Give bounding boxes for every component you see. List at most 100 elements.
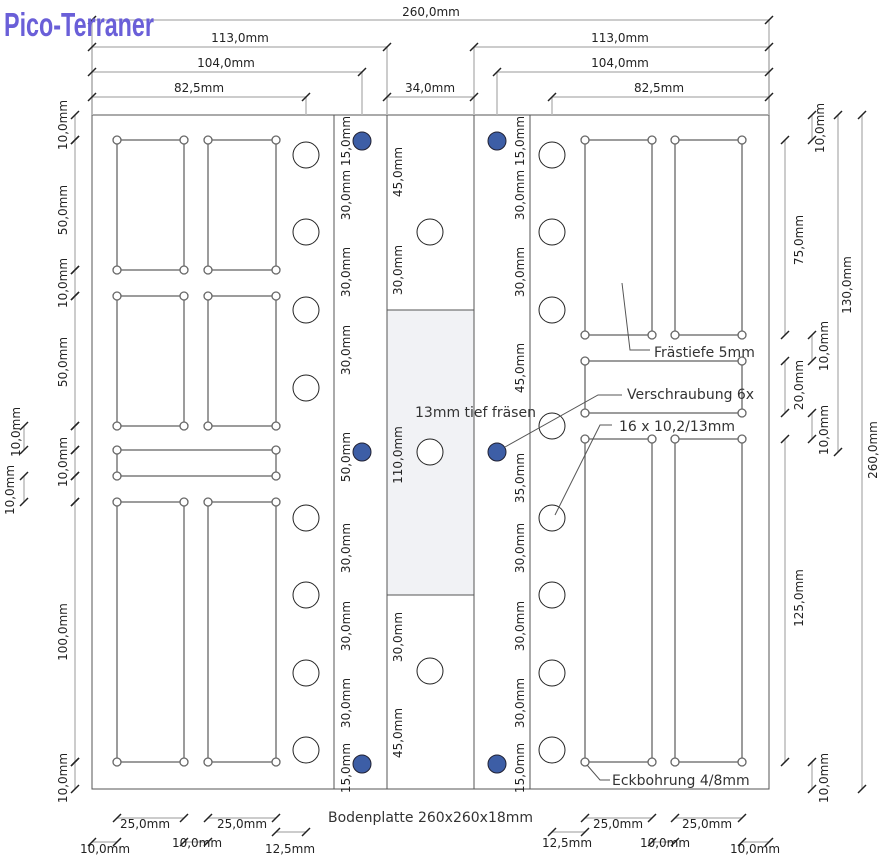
corner-drill-hole bbox=[580, 330, 590, 340]
milled-slot bbox=[207, 295, 277, 427]
corner-drill-hole bbox=[179, 497, 189, 507]
corner-drill-hole bbox=[580, 356, 590, 366]
dim-label: 30,0mm bbox=[339, 678, 353, 728]
dim-label: 100,0mm bbox=[56, 603, 70, 661]
leader-holes bbox=[554, 424, 612, 516]
dimension-tick bbox=[179, 837, 189, 847]
plate-outline bbox=[91, 114, 770, 790]
dimension-tick bbox=[70, 291, 80, 301]
dim-label: 10,0mm bbox=[56, 258, 70, 308]
hole bbox=[538, 581, 566, 609]
dimension-tick bbox=[670, 813, 680, 823]
corner-drill-hole bbox=[112, 757, 122, 767]
corner-drill-hole bbox=[203, 421, 213, 431]
dimension-tick bbox=[780, 408, 790, 418]
hole bbox=[292, 659, 320, 687]
plate-geometry bbox=[91, 114, 770, 790]
dim-label: 30,0mm bbox=[339, 170, 353, 220]
dimension-tick bbox=[19, 445, 29, 455]
milled-slot bbox=[674, 438, 743, 763]
dimension-tick bbox=[87, 67, 97, 77]
column-dims-left: 15,0mm30,0mm30,0mm30,0mm50,0mm30,0mm30,0… bbox=[339, 116, 353, 793]
dimension-tick bbox=[807, 784, 817, 794]
dimension-tick bbox=[764, 837, 774, 847]
column-dims-right: 15,0mm30,0mm30,0mm45,0mm35,0mm30,0mm30,0… bbox=[513, 116, 527, 793]
logo: Pico-Terraner bbox=[4, 6, 154, 43]
dimension-tick bbox=[492, 67, 502, 77]
dim-label: 10,0mm bbox=[172, 836, 222, 850]
dimension-tick bbox=[382, 42, 392, 52]
corner-drill-hole bbox=[670, 757, 680, 767]
dim-label: 45,0mm bbox=[513, 343, 527, 393]
dim-label: 260,0mm bbox=[866, 421, 880, 479]
milled-slot bbox=[116, 449, 277, 477]
hole bbox=[538, 659, 566, 687]
corner-drill-hole bbox=[271, 445, 281, 455]
corner-drill-hole bbox=[112, 471, 122, 481]
dimension-tick bbox=[271, 813, 281, 823]
dimension-tick bbox=[179, 813, 189, 823]
screw-hole bbox=[487, 442, 507, 462]
dimension-tick bbox=[807, 757, 817, 767]
dim-label: 10,0mm bbox=[9, 407, 23, 457]
corner-drill-hole bbox=[271, 497, 281, 507]
dimension-tick bbox=[780, 757, 790, 767]
dimension-tick bbox=[469, 42, 479, 52]
dim-label: 30,0mm bbox=[391, 245, 405, 295]
hole bbox=[538, 736, 566, 764]
corner-drill-hole bbox=[271, 421, 281, 431]
dim-label: 125,0mm bbox=[792, 569, 806, 627]
dimension-tick bbox=[580, 813, 590, 823]
dimension-tick bbox=[780, 356, 790, 366]
hole bbox=[292, 581, 320, 609]
dim-label: 34,0mm bbox=[405, 81, 455, 95]
dimension-tick bbox=[357, 67, 367, 77]
dimension-tick bbox=[807, 434, 817, 444]
corner-drill-hole bbox=[737, 135, 747, 145]
leader-lines bbox=[504, 282, 650, 781]
dimension-tick bbox=[203, 837, 213, 847]
dim-label: 260,0mm bbox=[402, 5, 460, 19]
dimension-tick bbox=[764, 42, 774, 52]
dim-label: 30,0mm bbox=[391, 612, 405, 662]
corner-drill-hole bbox=[203, 291, 213, 301]
dimension-tick bbox=[807, 408, 817, 418]
dimension-tick bbox=[301, 827, 311, 837]
corner-drill-hole bbox=[580, 135, 590, 145]
corner-drill-hole bbox=[647, 434, 657, 444]
milled-slot bbox=[674, 139, 743, 336]
dimension-tick bbox=[780, 330, 790, 340]
dimension-tick bbox=[647, 837, 657, 847]
dim-label: 10,0mm bbox=[56, 437, 70, 487]
corner-drill-hole bbox=[647, 330, 657, 340]
corner-drill-hole bbox=[647, 757, 657, 767]
corner-drill-hole bbox=[112, 445, 122, 455]
dim-label: 30,0mm bbox=[513, 247, 527, 297]
dimension-tick bbox=[807, 330, 817, 340]
dimension-tick bbox=[112, 813, 122, 823]
dim-label: 30,0mm bbox=[339, 247, 353, 297]
corner-drill-hole bbox=[112, 135, 122, 145]
dimension-tick bbox=[807, 356, 817, 366]
dimension-tick bbox=[807, 110, 817, 120]
corner-drill-hole bbox=[737, 408, 747, 418]
dim-label: 10,0mm bbox=[3, 465, 17, 515]
corner-drill-hole bbox=[112, 497, 122, 507]
dim-label: 30,0mm bbox=[339, 325, 353, 375]
dimension-tick bbox=[737, 837, 747, 847]
dimension-tick bbox=[647, 813, 657, 823]
corner-drill-hole bbox=[580, 434, 590, 444]
dimension-tick bbox=[764, 92, 774, 102]
leader-verschraubung bbox=[504, 394, 622, 448]
milled-slot bbox=[584, 438, 653, 763]
hole bbox=[292, 504, 320, 532]
dimension-tick bbox=[780, 135, 790, 145]
dim-label: 10,0mm bbox=[817, 321, 831, 371]
dimension-tick bbox=[19, 471, 29, 481]
annotation-corner-drill: Eckbohrung 4/8mm bbox=[612, 773, 750, 789]
dim-label: 12,5mm bbox=[542, 836, 592, 850]
corner-drill-hole bbox=[670, 330, 680, 340]
annotation-holes: 16 x 10,2/13mm bbox=[619, 419, 735, 435]
dimension-tick bbox=[19, 497, 29, 507]
